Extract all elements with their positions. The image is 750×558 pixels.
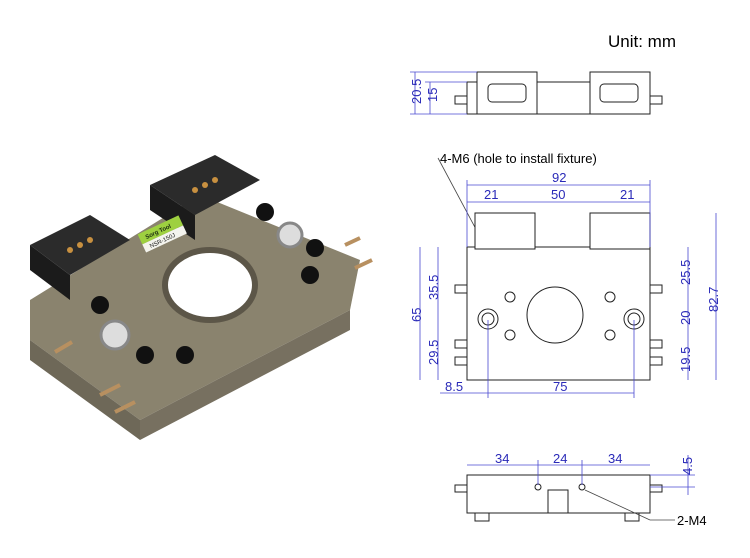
dim-50: 50 <box>551 187 565 202</box>
dim-65: 65 <box>409 308 424 322</box>
dim-8.5: 8.5 <box>445 379 463 394</box>
dim-34-left: 34 <box>495 451 509 466</box>
dim-75: 75 <box>553 379 567 394</box>
dim-21-left: 21 <box>484 187 498 202</box>
dim-92: 92 <box>552 170 566 185</box>
dim-24: 24 <box>553 451 567 466</box>
dim-25.5: 25.5 <box>678 260 693 285</box>
m4-hole-callout: 2-M4 <box>677 513 707 528</box>
dim-20.5: 20.5 <box>409 79 424 104</box>
top-view-drawing: 20.5 15 <box>409 71 663 115</box>
dim-21-right: 21 <box>620 187 634 202</box>
mounting-hole-callout: 4-M6 (hole to install fixture) <box>440 151 597 166</box>
product-photo: Sorg Tool NSR-150J <box>30 155 373 440</box>
unit-label: Unit: mm <box>608 32 676 51</box>
dim-34-right: 34 <box>608 451 622 466</box>
dim-29.5: 29.5 <box>426 340 441 365</box>
bottom-view-drawing: 34 24 34 4.5 2-M4 <box>454 451 707 528</box>
dim-20: 20 <box>678 311 693 325</box>
dim-4.5: 4.5 <box>680 457 695 475</box>
dim-19.5: 19.5 <box>678 347 693 372</box>
dim-15: 15 <box>425 88 440 102</box>
dim-35.5: 35.5 <box>426 275 441 300</box>
product-label: Sorg Tool NSR-150J <box>137 215 187 253</box>
dim-82.7: 82.7 <box>706 287 721 312</box>
front-view-drawing: 4-M6 (hole to install fixture) 92 21 50 … <box>409 151 721 398</box>
